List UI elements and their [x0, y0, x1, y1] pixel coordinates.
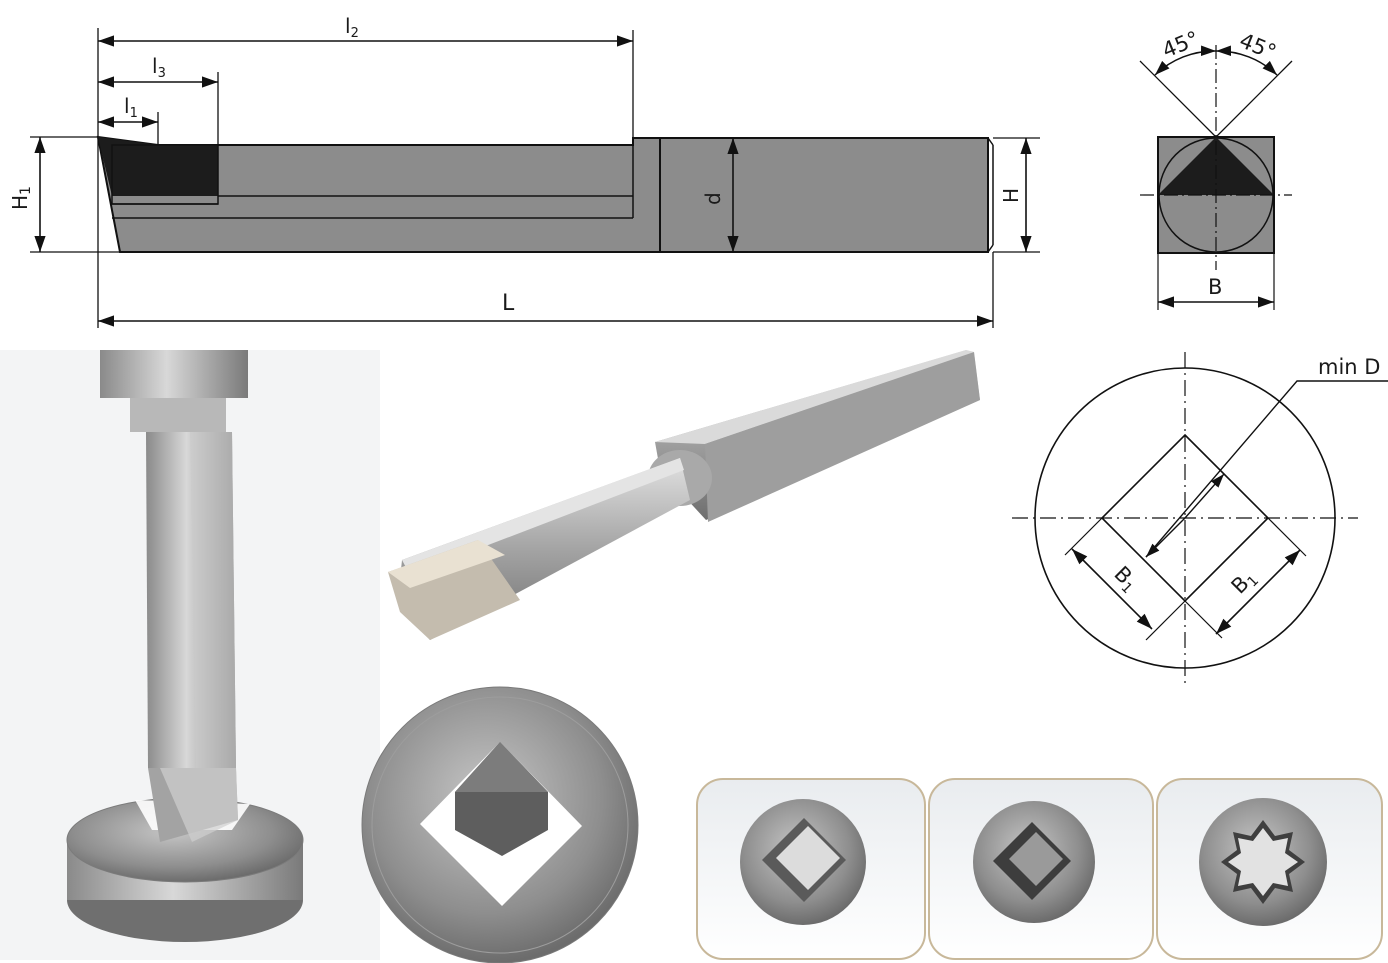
angle-arc-right	[1215, 45, 1278, 76]
tip-outline	[111, 144, 219, 205]
label-B1-left: B1	[1107, 562, 1143, 598]
dim-B1-right	[1215, 549, 1301, 635]
card-square-hole	[696, 778, 926, 960]
label-H: H	[999, 188, 1023, 203]
card-star-hole	[1156, 778, 1383, 960]
tool-front-body	[96, 135, 661, 253]
dimension-lines	[34, 35, 1032, 327]
angle-line-right	[1215, 60, 1293, 138]
label-L: L	[502, 291, 515, 316]
photo-tool-diagonal	[388, 350, 980, 640]
photo-ring-top	[361, 686, 639, 963]
label-B: B	[1208, 275, 1222, 299]
minD-leader	[1145, 380, 1388, 558]
label-angle-right: 45°	[1236, 28, 1280, 64]
side-view: l2 l3 l1 H1 d H L	[8, 14, 1040, 328]
label-l1: l1	[124, 94, 138, 121]
minD-arrow-2	[1184, 473, 1225, 519]
label-l2: l2	[345, 14, 359, 41]
card-diamond-hole	[928, 778, 1154, 960]
shank-chamfer-3	[987, 244, 994, 253]
shank-chamfer	[987, 137, 994, 146]
label-d: d	[701, 192, 725, 205]
tool-shank	[659, 137, 989, 253]
label-angle-left: 45°	[1159, 26, 1203, 62]
label-B1-right: B1	[1227, 565, 1263, 601]
angle-arc-left	[1154, 45, 1217, 76]
angle-line-left	[1139, 60, 1217, 138]
cutting-tip	[98, 137, 218, 196]
end-view: 45° 45° B	[1139, 26, 1293, 310]
photo-tool-in-ring	[0, 350, 380, 960]
label-min-D: min D	[1318, 355, 1380, 379]
label-H1: H1	[8, 186, 34, 210]
label-l3: l3	[152, 54, 166, 81]
minD-arrow	[1145, 517, 1186, 558]
dim-B1-left	[1071, 548, 1153, 630]
bore-view: min D B1 B1	[1012, 352, 1388, 688]
